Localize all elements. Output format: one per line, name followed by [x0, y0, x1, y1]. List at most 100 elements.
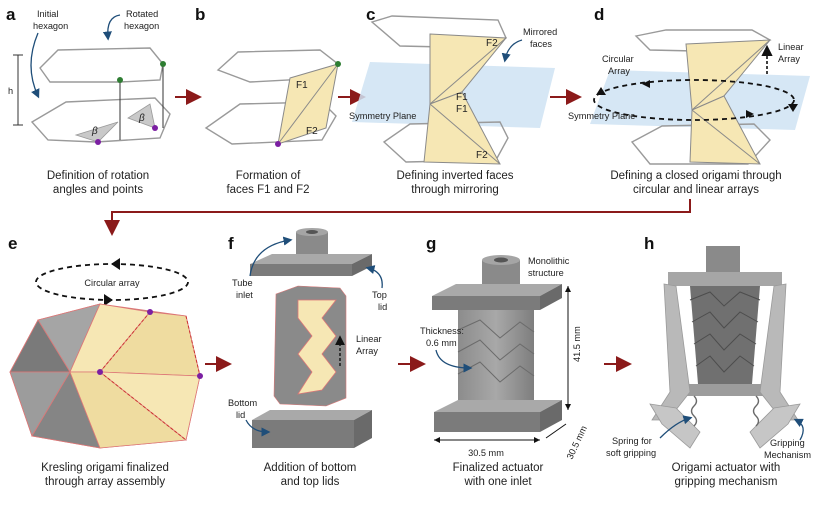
caption-e-line1: Kresling origami finalized [41, 462, 169, 474]
caption-f-line2: and top lids [281, 476, 340, 488]
top-lid-pointer [368, 268, 382, 288]
linear-array-label-f-line1: Linear [356, 334, 382, 344]
left-spring-h [692, 396, 697, 426]
circular-array-label-d-line1: Circular [602, 54, 634, 64]
f2-label-c-top: F2 [486, 38, 498, 49]
purple-node-1 [95, 139, 101, 145]
linear-array-label-f-line2: Array [356, 346, 378, 356]
rotated-pointer-curve [108, 15, 120, 38]
beta-label-2: β [138, 113, 145, 124]
mirrored-label-line2: faces [530, 39, 552, 49]
caption-c-line2: through mirroring [411, 184, 499, 196]
linear-array-label-d-line2: Array [778, 54, 800, 64]
caption-g-line1: Finalized actuator [453, 462, 544, 474]
right-arm-h [760, 284, 798, 420]
tube-inlet-label-line1: Tube [232, 278, 253, 288]
left-arm-h [652, 284, 690, 420]
flow-arrow-d-e [112, 199, 690, 232]
circular-array-label-e: Circular array [84, 278, 140, 288]
bottom-cap-g-front [434, 412, 540, 432]
mirrored-pointer [505, 40, 522, 60]
panel-letter-b: b [195, 5, 205, 24]
caption-d-line2: circular and linear arrays [633, 184, 759, 196]
panel-f: f Linear Array Tube inlet Top lid Bottom… [228, 228, 387, 488]
caption-a-line2: angles and points [53, 184, 143, 196]
panel-e: e Circular array Kresling origami finali… [8, 234, 203, 488]
caption-b-line2: faces F1 and F2 [226, 184, 309, 196]
initial-hexagon-label-line1: Initial [37, 9, 58, 19]
panel-c: c F2 F1 F1 F2 Mirrored faces Symmetry Pl… [349, 5, 557, 196]
rotated-hexagon-label-line1: Rotated [126, 9, 158, 19]
monolithic-label-line1: Monolithic [528, 256, 570, 266]
green-node-b [335, 61, 341, 67]
bottom-plate-h [686, 384, 766, 396]
bottom-lid-label-line1: Bottom [228, 398, 257, 408]
spring-label-line1: Spring for [612, 436, 652, 446]
right-spring-h [754, 396, 759, 426]
tube-inlet-hole [306, 230, 318, 234]
mirrored-label-line1: Mirrored [523, 27, 557, 37]
green-node-1 [117, 77, 123, 83]
top-cap-g-front [432, 296, 540, 310]
h-label: h [8, 86, 13, 96]
tube-inlet-label-line2: inlet [236, 290, 253, 300]
panel-a: a Initial hexagon Rotated hexagon β β h … [6, 5, 170, 196]
top-cap-g-upper [432, 284, 562, 296]
bellows-h [690, 286, 760, 384]
beta-label-1: β [91, 126, 98, 137]
gripping-label-line1: Gripping [770, 438, 805, 448]
top-lid-label-line2: lid [378, 302, 387, 312]
panel-letter-a: a [6, 5, 16, 24]
caption-g-line2: with one inlet [463, 476, 532, 488]
panel-g: g Monolithic structure Thickness: 0.6 mm… [420, 234, 589, 488]
depth-dimension-value: 30.5 mm [565, 424, 589, 461]
width-dimension-value: 30.5 mm [468, 448, 504, 458]
f1-label-c-bottom: F1 [456, 104, 468, 115]
f2-label-b: F2 [306, 126, 318, 137]
inlet-g-hole [494, 258, 508, 263]
purple-node-2 [152, 125, 158, 131]
gripping-pointer [796, 420, 803, 440]
panel-letter-d: d [594, 5, 604, 24]
panel-h: h Spring for soft gripping Gripping Mech… [606, 234, 811, 488]
rotated-hexagon-label-line2: hexagon [124, 21, 159, 31]
caption-d-line1: Defining a closed origami through [610, 170, 781, 182]
caption-h-line1: Origami actuator with [672, 462, 781, 474]
green-node-2 [160, 61, 166, 67]
f1-label-c-top: F1 [456, 92, 468, 103]
f1-label-b: F1 [296, 80, 308, 91]
ring-arrow-e2 [104, 294, 113, 306]
caption-b-line1: Formation of [236, 170, 301, 182]
top-plate-h [668, 272, 782, 286]
f2-label-c-bottom: F2 [476, 150, 488, 161]
caption-a-line1: Definition of rotation [47, 170, 149, 182]
spring-label-line2: soft gripping [606, 448, 656, 458]
caption-e-line2: through array assembly [45, 476, 165, 488]
bottom-lid-label-line2: lid [236, 410, 245, 420]
purple-node-b [275, 141, 281, 147]
gripping-label-line2: Mechanism [764, 450, 811, 460]
thickness-label-line1: Thickness: [420, 326, 464, 336]
panel-d: d Linear Array Circular Array Symmetry P… [568, 5, 810, 196]
kresling-node-2 [147, 309, 153, 315]
monolithic-label-line2: structure [528, 268, 564, 278]
panel-b: b F1 F2 Formation of faces F1 and F2 [195, 5, 341, 196]
initial-hexagon-label-line2: hexagon [33, 21, 68, 31]
panel-letter-g: g [426, 234, 436, 253]
top-lid-front [250, 264, 352, 276]
thickness-label-line2: 0.6 mm [426, 338, 457, 348]
symmetry-plane-label-d: Symmetry Plane [568, 111, 635, 121]
caption-h-line2: gripping mechanism [675, 476, 778, 488]
inlet-h [706, 246, 740, 272]
caption-f-line1: Addition of bottom [264, 462, 357, 474]
kresling-node-1 [97, 369, 103, 375]
height-dimension-value: 41.5 mm [572, 326, 582, 362]
linear-array-label-d-line1: Linear [778, 42, 804, 52]
panel-letter-e: e [8, 234, 17, 253]
bottom-cap-g-upper [434, 400, 562, 412]
panel-letter-h: h [644, 234, 654, 253]
symmetry-plane-label-c: Symmetry Plane [349, 111, 416, 121]
bottom-lid-upper [252, 410, 372, 420]
panel-letter-f: f [228, 234, 234, 253]
